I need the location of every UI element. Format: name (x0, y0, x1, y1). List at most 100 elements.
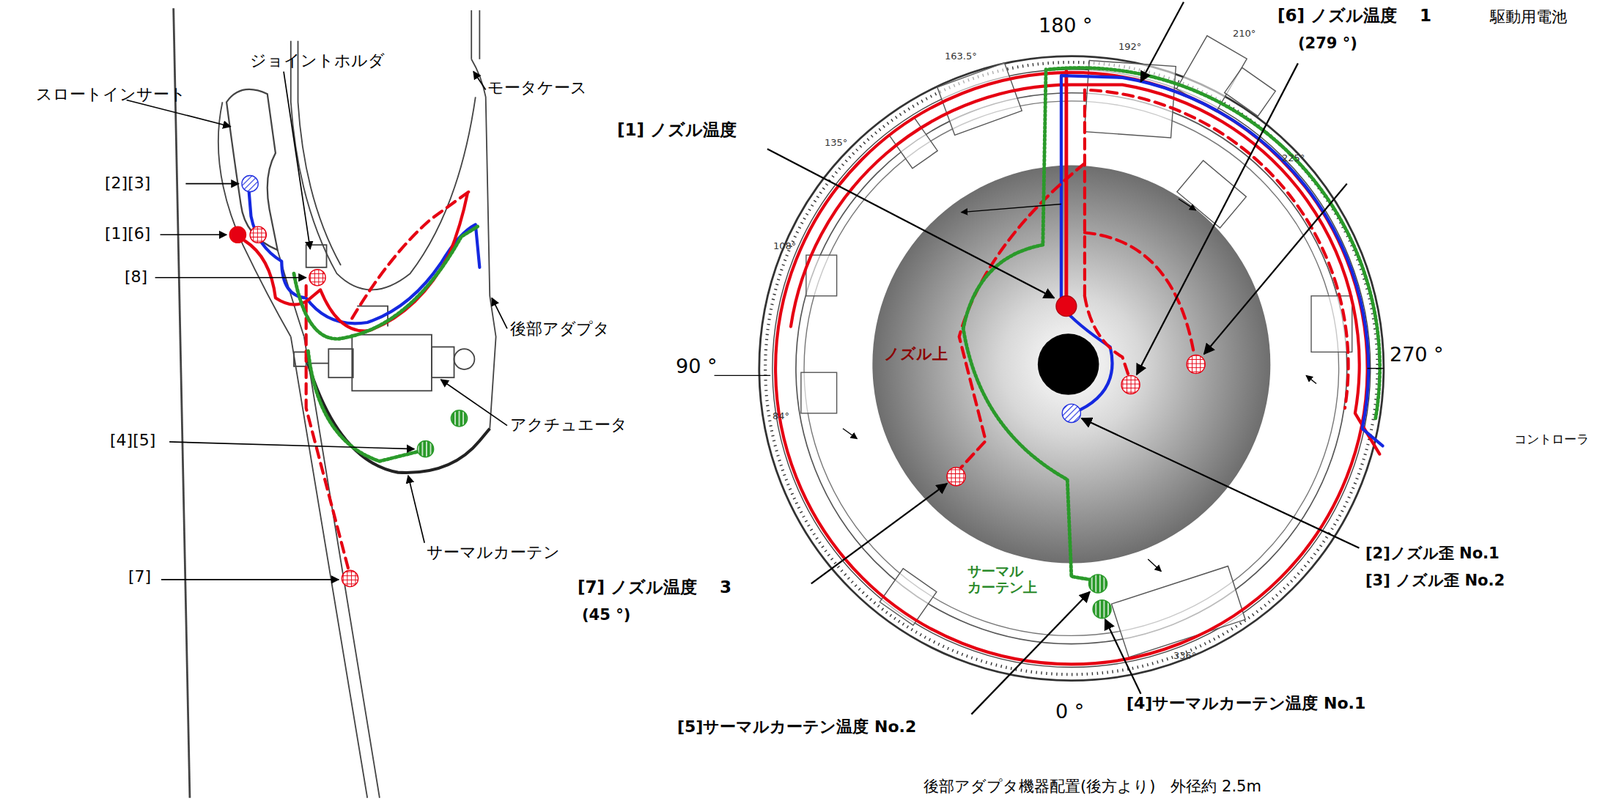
part-label: 163.5° (944, 51, 978, 63)
drawing-part (1204, 183, 1348, 355)
drawing-part (450, 410, 467, 427)
drawing-part (309, 269, 326, 286)
part-label: [8] (124, 267, 148, 286)
part-label: モータケース (487, 78, 588, 97)
drawing-part (1088, 574, 1107, 593)
part-label: 135° (824, 137, 848, 149)
part-label: [7] (128, 567, 151, 586)
part-label: 180 ° (1038, 13, 1093, 37)
drawing-part (765, 62, 1378, 675)
drawing-part (160, 233, 227, 236)
part-label: アクチュエータ (510, 415, 628, 434)
part-label: 225° (1281, 153, 1305, 165)
leader-lines-rear (714, 2, 1384, 715)
drawing-part (1064, 71, 1068, 307)
part-label: ジョイントホルダ (249, 51, 385, 70)
drawing-part (1084, 296, 1129, 376)
drawing-part (408, 475, 425, 544)
drawing-part (1048, 68, 1380, 419)
part-label: [4]サーマルカーテン温度 No.1 (1126, 694, 1366, 713)
part-label: ノズル上 (883, 345, 948, 363)
drawing-part (963, 69, 1090, 580)
drawing-part (971, 592, 1090, 715)
part-label: [7] ノズル温度 3 (577, 577, 732, 597)
equipment-boxes (801, 35, 1353, 658)
drawing-part (249, 226, 267, 243)
part-label: [5]サーマルカーテン温度 No.2 (677, 717, 917, 736)
sensor-markers (229, 175, 467, 588)
part-label: 後部アダプタ (510, 319, 610, 338)
adapter-rings (759, 56, 1384, 681)
part-label: 210° (1232, 28, 1256, 40)
drawing-part (473, 71, 486, 91)
part-label: コントローラ (1514, 432, 1590, 448)
drawing-part (1061, 306, 1113, 411)
drawing-part (1105, 619, 1142, 695)
drawing-part (1084, 90, 1349, 409)
drawing-part (155, 277, 307, 279)
drawing-part (454, 348, 475, 370)
part-label: [2][3] (104, 173, 151, 193)
part-label: 90 ° (675, 354, 717, 378)
part-label: 108° (773, 241, 796, 253)
drawing-part (1121, 375, 1140, 394)
drawing-part (767, 148, 1054, 298)
drawing-part (1084, 232, 1194, 353)
part-label: 192° (1118, 41, 1142, 53)
part-label: [3] ノズル歪 No.2 (1365, 571, 1505, 590)
drawing-part (440, 379, 507, 426)
drawing-part (169, 441, 415, 450)
drawing-part (470, 10, 473, 60)
drawing-part (351, 334, 432, 392)
drawing-part (161, 579, 339, 581)
drawing-part (1311, 296, 1353, 353)
drawing-part (1147, 559, 1161, 572)
drawing-part (1092, 600, 1112, 619)
drawing-part (341, 570, 358, 587)
part-label: [4][5] (109, 430, 156, 450)
drawing-part (946, 467, 966, 486)
drawing-part (306, 285, 349, 572)
part-label: 270 ° (1389, 343, 1444, 366)
drawing-part (431, 346, 455, 378)
drawing-part (471, 59, 496, 429)
drawing-part (351, 189, 472, 319)
drawing-part (293, 226, 478, 339)
part-label: サーマル カーテン上 (967, 563, 1041, 596)
drawing-part (304, 336, 380, 798)
part-label: [1] ノズル温度 (617, 120, 737, 140)
drawing-part (290, 336, 368, 798)
part-label: [1][6] (104, 224, 151, 243)
drawing-part (889, 117, 938, 169)
drawing-part (1178, 199, 1197, 211)
part-label: 84° (772, 411, 790, 423)
drawing-part (229, 226, 246, 243)
drawing-part (1306, 375, 1317, 384)
wire-routes-rear (775, 68, 1383, 665)
part-label: サーマルカーテン (426, 543, 560, 562)
part-label: [2]ノズル歪 No.1 (1365, 544, 1500, 563)
drawing-part (759, 56, 1384, 681)
drawing-part (417, 440, 434, 457)
part-label: 駆動用電池 (1490, 8, 1568, 26)
drawing-part (241, 175, 258, 193)
drawing-part (1061, 75, 1384, 446)
drawing-part (1062, 403, 1081, 423)
drawing-part (1056, 296, 1077, 317)
drawing-part (1186, 355, 1205, 374)
drawing-part (1367, 367, 1384, 369)
wire-routes (244, 189, 480, 572)
drawing-part (1136, 63, 1299, 375)
drawing-part (960, 203, 1061, 212)
drawing-part (126, 99, 231, 127)
drawing-part (790, 85, 1380, 455)
section-drawing (173, 8, 497, 799)
drawing-part (328, 348, 353, 378)
nozzle-throat (1037, 333, 1100, 396)
drawing-part (173, 8, 190, 799)
part-label: (45 °) (581, 606, 631, 624)
drawing-part (1081, 418, 1360, 549)
drawing-part (806, 255, 838, 297)
